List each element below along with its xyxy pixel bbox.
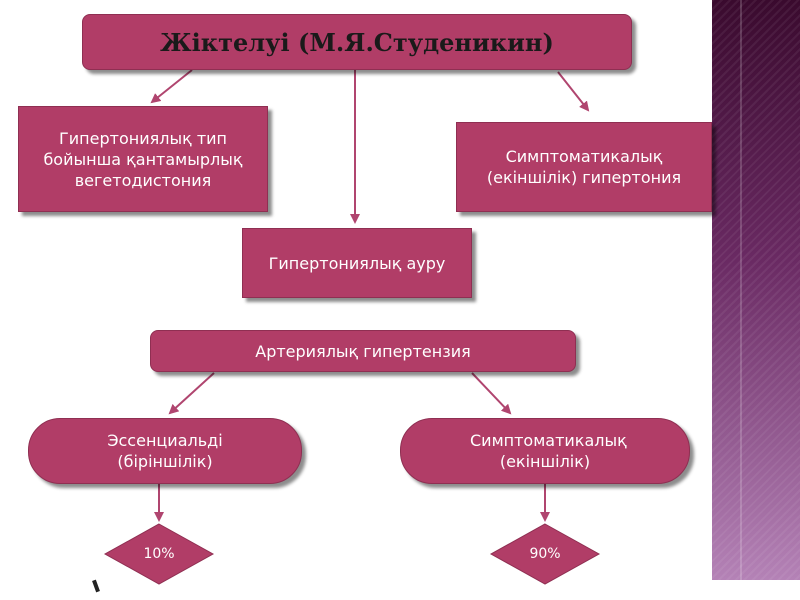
box-left: Гипертониялық тип бойынша қантамырлық ве… xyxy=(18,106,268,212)
pill-right-label: Симптоматикалық (екіншілік) xyxy=(470,431,627,471)
pill-right: Симптоматикалық (екіншілік) xyxy=(400,418,690,484)
box-left-label: Гипертониялық тип бойынша қантамырлық ве… xyxy=(43,128,243,190)
diamond-left xyxy=(103,523,215,585)
arrow-to-pill-left xyxy=(168,372,215,415)
arrow-to-box-left xyxy=(150,69,193,104)
title-box: Жіктелуі (М.Я.Студеникин) xyxy=(82,14,632,70)
pill-left-label: Эссенциальді (біріншілік) xyxy=(107,431,223,471)
pill-left: Эссенциальді (біріншілік) xyxy=(28,418,302,484)
side-panel-divider xyxy=(740,0,742,580)
box-center: Гипертониялық ауру xyxy=(242,228,472,298)
box-art-label: Артериялық гипертензия xyxy=(255,341,471,361)
diamond-left-label: 10% xyxy=(143,546,175,562)
decorative-side-panel xyxy=(712,0,800,580)
diamond-right-label: 90% xyxy=(529,546,561,562)
diamond-right xyxy=(489,523,601,585)
box-center-label: Гипертониялық ауру xyxy=(268,253,446,273)
arrow-to-pill-right xyxy=(471,372,512,415)
box-right: Симптоматикалық (екіншілік) гипертония xyxy=(456,122,712,212)
box-right-label: Симптоматикалық (екіншілік) гипертония xyxy=(486,147,682,187)
arrow-to-box-right xyxy=(557,71,590,112)
diagram-title: Жіктелуі (М.Я.Студеникин) xyxy=(160,27,554,57)
box-art: Артериялық гипертензия xyxy=(150,330,576,372)
